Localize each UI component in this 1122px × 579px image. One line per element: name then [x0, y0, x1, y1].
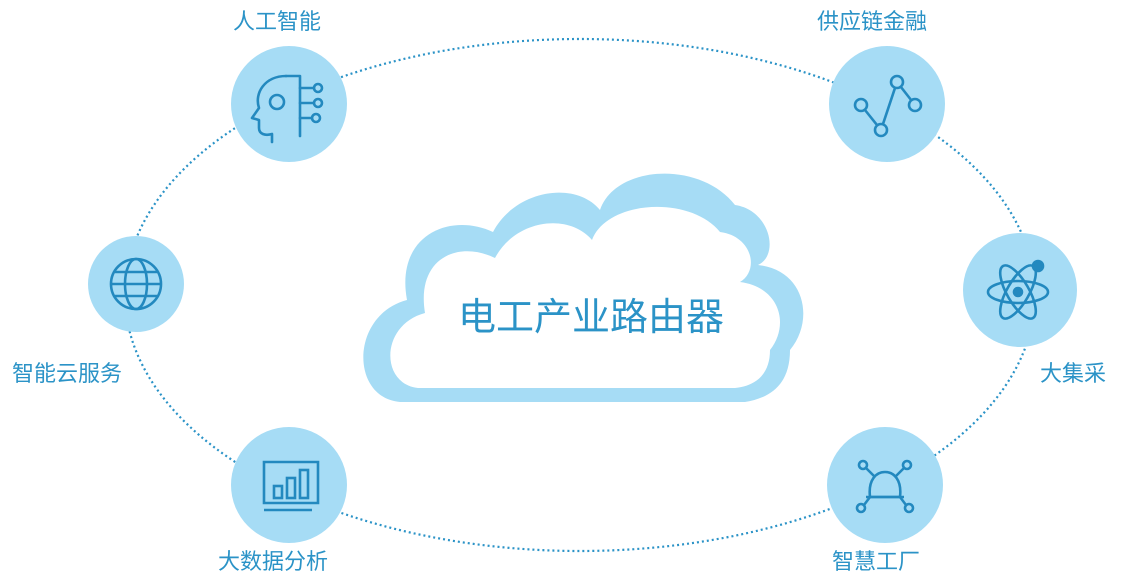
- ai-head-icon: [250, 74, 324, 144]
- node-supply-chain[interactable]: [829, 46, 945, 162]
- node-smart-factory[interactable]: [827, 427, 943, 543]
- network-hub-icon: [855, 459, 915, 514]
- node-label-smart-factory: 智慧工厂: [832, 550, 921, 575]
- node-label-big-data: 大数据分析: [218, 550, 329, 575]
- atom-icon: [986, 259, 1050, 320]
- bar-chart-icon: [262, 460, 320, 512]
- node-label-supply-chain: 供应链金融: [817, 10, 928, 35]
- node-label-big-collection: 大集采: [1040, 362, 1107, 387]
- line-graph-icon: [853, 74, 923, 138]
- node-big-data[interactable]: [231, 427, 347, 543]
- node-label-cloud-service: 智能云服务: [12, 362, 123, 387]
- cloud-icon: [363, 173, 804, 402]
- node-cloud-service[interactable]: [88, 236, 184, 332]
- globe-icon: [109, 257, 163, 311]
- node-ai[interactable]: [231, 46, 347, 162]
- center-title-text: 电工产业路由器: [457, 295, 724, 339]
- node-label-ai: 人工智能: [233, 10, 322, 35]
- node-big-collection[interactable]: [963, 233, 1077, 347]
